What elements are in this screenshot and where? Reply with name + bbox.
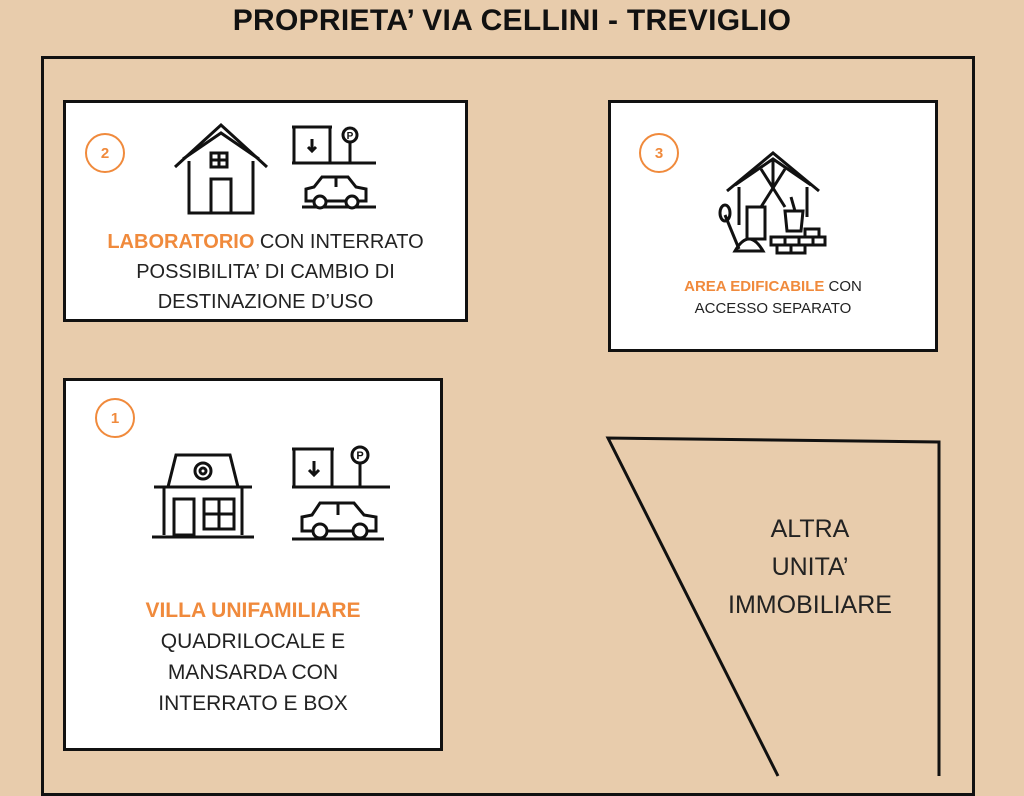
card-number-badge: 2 bbox=[85, 133, 125, 173]
card-number-badge: 3 bbox=[639, 133, 679, 173]
card-description: VILLA UNIFAMILIARE QUADRILOCALE E MANSAR… bbox=[66, 595, 440, 719]
construction-site-icon bbox=[718, 151, 827, 255]
altra-unita-label: ALTRA UNITA’ IMMOBILIARE bbox=[700, 510, 920, 624]
svg-text:P: P bbox=[356, 450, 363, 462]
garage-parking-car-icon: P bbox=[292, 445, 390, 541]
altra-unita-shape bbox=[605, 436, 941, 777]
card-text: CON bbox=[824, 278, 862, 295]
card-highlight: AREA EDIFICABILE bbox=[684, 278, 825, 295]
svg-text:P: P bbox=[347, 131, 354, 142]
card-highlight: LABORATORIO bbox=[107, 231, 255, 253]
card-description: LABORATORIO CON INTERRATO POSSIBILITA’ D… bbox=[66, 227, 465, 317]
altra-text-line: UNITA’ bbox=[771, 553, 849, 581]
card-text: MANSARDA CON bbox=[167, 661, 339, 684]
card-text: QUADRILOCALE E bbox=[160, 630, 346, 653]
card-text: CON INTERRATO bbox=[254, 231, 424, 253]
card-number-badge: 1 bbox=[95, 398, 135, 438]
card-text: INTERRATO E BOX bbox=[158, 692, 348, 715]
card-laboratorio: 2 P LABO bbox=[63, 100, 468, 322]
altra-text-line: ALTRA bbox=[770, 515, 850, 543]
card-area-edificabile: 3 AREA EDIFICABILE CON ACCESSO bbox=[608, 100, 938, 352]
card-villa-unifamiliare: 1 bbox=[63, 378, 443, 751]
card-highlight: VILLA UNIFAMILIARE bbox=[145, 599, 361, 622]
altra-text-line: IMMOBILIARE bbox=[728, 591, 892, 619]
page-title: PROPRIETA’ VIA CELLINI - TREVIGLIO bbox=[232, 4, 792, 37]
garage-parking-car-icon: P bbox=[292, 125, 376, 210]
card-text: ACCESSO SEPARATO bbox=[694, 300, 852, 317]
card-text: DESTINAZIONE D’USO bbox=[157, 291, 374, 313]
house-icon bbox=[173, 122, 269, 215]
card-description: AREA EDIFICABILE CON ACCESSO SEPARATO bbox=[611, 276, 935, 320]
villa-icon bbox=[152, 453, 254, 539]
card-text: POSSIBILITA’ DI CAMBIO DI bbox=[136, 261, 395, 283]
